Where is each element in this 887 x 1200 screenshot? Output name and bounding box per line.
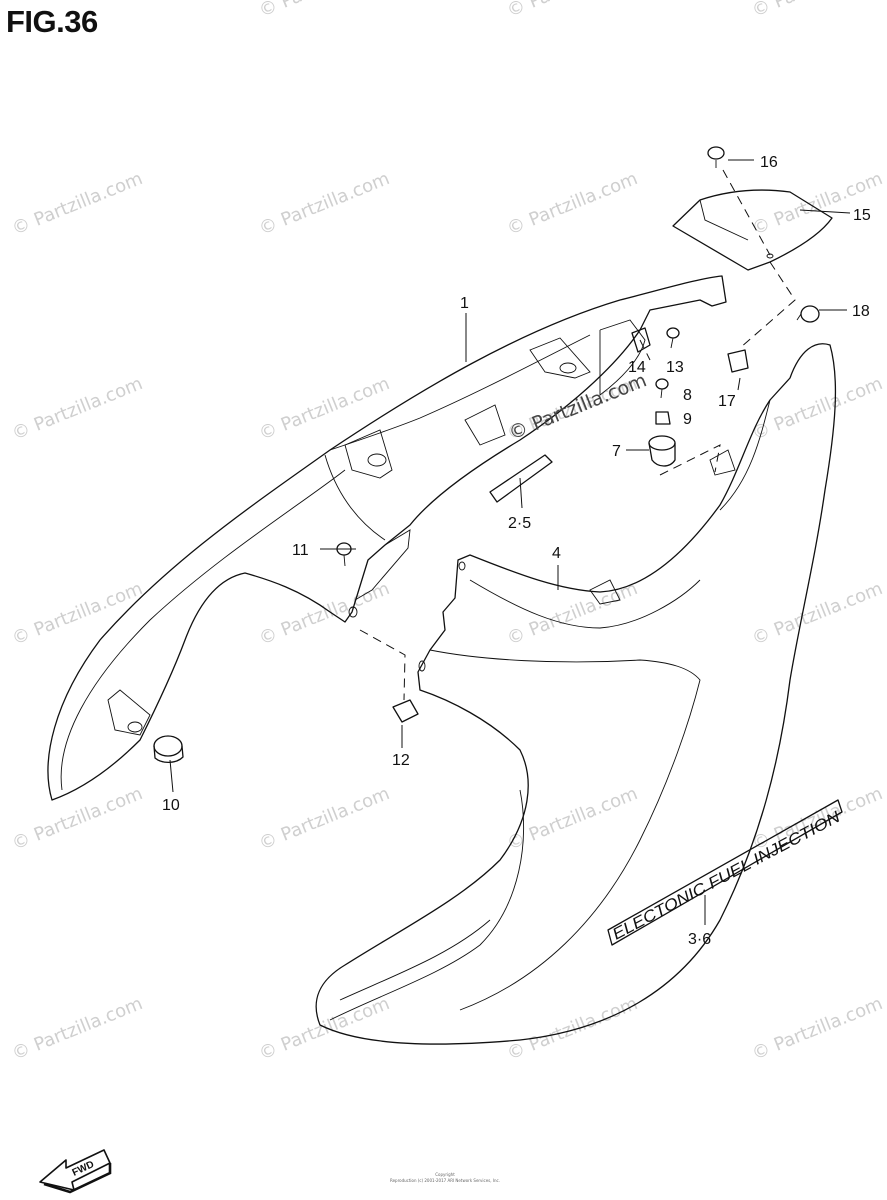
- watermark-text: © Partzilla.com: [749, 578, 886, 650]
- callout-14[interactable]: 14: [628, 359, 646, 376]
- watermark-text: © Partzilla.com: [504, 993, 641, 1065]
- figure-title: FIG.36: [6, 4, 98, 39]
- watermark-text: © Partzilla.com: [504, 0, 641, 22]
- watermark-text: © Partzilla.com: [256, 373, 393, 445]
- watermark-text: © Partzilla.com: [9, 168, 146, 240]
- callout-12[interactable]: 12: [392, 752, 410, 769]
- callout-16[interactable]: 16: [760, 154, 778, 171]
- part-8-screw[interactable]: [655, 378, 669, 399]
- callout-2-5[interactable]: 2·5: [508, 515, 531, 532]
- decal-text: ELECTONIC FUEL INJECTION: [610, 809, 844, 944]
- part-1-side-cover-left[interactable]: [47, 275, 727, 801]
- part-17-nut[interactable]: [727, 349, 749, 373]
- watermark-text: © Partzilla.com: [256, 168, 393, 240]
- part-12-nut[interactable]: [392, 699, 419, 723]
- part-2-5-strip[interactable]: [489, 454, 553, 503]
- watermark-text: © Partzilla.com: [9, 783, 146, 855]
- watermark-text: © Partzilla.com: [749, 168, 886, 240]
- callout-9[interactable]: 9: [683, 411, 692, 428]
- assembly-lines: [359, 169, 796, 701]
- fwd-arrow-icon: FWD: [39, 1149, 112, 1194]
- leader-lines: [169, 159, 851, 925]
- watermark-text: © Partzilla.com: [9, 373, 146, 445]
- part-18-clip[interactable]: [796, 305, 820, 323]
- watermark-text: © Partzilla.com: [9, 993, 146, 1065]
- part-11-screw[interactable]: [336, 542, 352, 567]
- callout-15[interactable]: 15: [853, 207, 871, 224]
- copyright-line-2: Reproduction (c) 2001-2017 ARI Network S…: [389, 1178, 500, 1183]
- callout-4[interactable]: 4: [552, 545, 561, 562]
- watermark-text: © Partzilla.com: [749, 0, 886, 22]
- copyright-line-1: Copyright: [435, 1172, 455, 1177]
- part-14-clip[interactable]: [631, 327, 651, 353]
- callout-1[interactable]: 1: [460, 295, 469, 312]
- callout-8[interactable]: 8: [683, 387, 692, 404]
- part-10-grommet[interactable]: [153, 735, 184, 764]
- callouts: 1 2·5 3·6 4 7 8 9 10 11 12 13 14 15 16 1…: [162, 154, 871, 948]
- callout-3-6[interactable]: 3·6: [688, 931, 711, 948]
- watermark-text: © Partzilla.com: [504, 168, 641, 240]
- callout-10[interactable]: 10: [162, 797, 180, 814]
- watermark-text: © Partzilla.com: [256, 993, 393, 1065]
- callout-11[interactable]: 11: [292, 542, 309, 559]
- watermark-center: © Partzilla.com: [506, 369, 650, 444]
- part-4-side-cover-right[interactable]: [315, 343, 837, 1045]
- watermark-text: © Partzilla.com: [256, 783, 393, 855]
- watermark-text: © Partzilla.com: [504, 783, 641, 855]
- callout-18[interactable]: 18: [852, 303, 870, 320]
- part-16-screw[interactable]: [707, 146, 725, 168]
- watermark-text: © Partzilla.com: [9, 578, 146, 650]
- watermark-text: © Partzilla.com: [749, 373, 886, 445]
- part-9-washer[interactable]: [655, 411, 671, 425]
- watermark-text: © Partzilla.com: [256, 0, 393, 22]
- watermark-layer: © Partzilla.com © Partzilla.com © Partzill…: [9, 0, 886, 1065]
- part-13-screw[interactable]: [666, 327, 680, 349]
- part-7-grommet[interactable]: [648, 435, 676, 467]
- watermark-text: © Partzilla.com: [256, 578, 393, 650]
- callout-7[interactable]: 7: [612, 443, 621, 460]
- watermark-text: © Partzilla.com: [749, 993, 886, 1065]
- callout-13[interactable]: 13: [666, 359, 684, 376]
- callout-17[interactable]: 17: [718, 393, 736, 410]
